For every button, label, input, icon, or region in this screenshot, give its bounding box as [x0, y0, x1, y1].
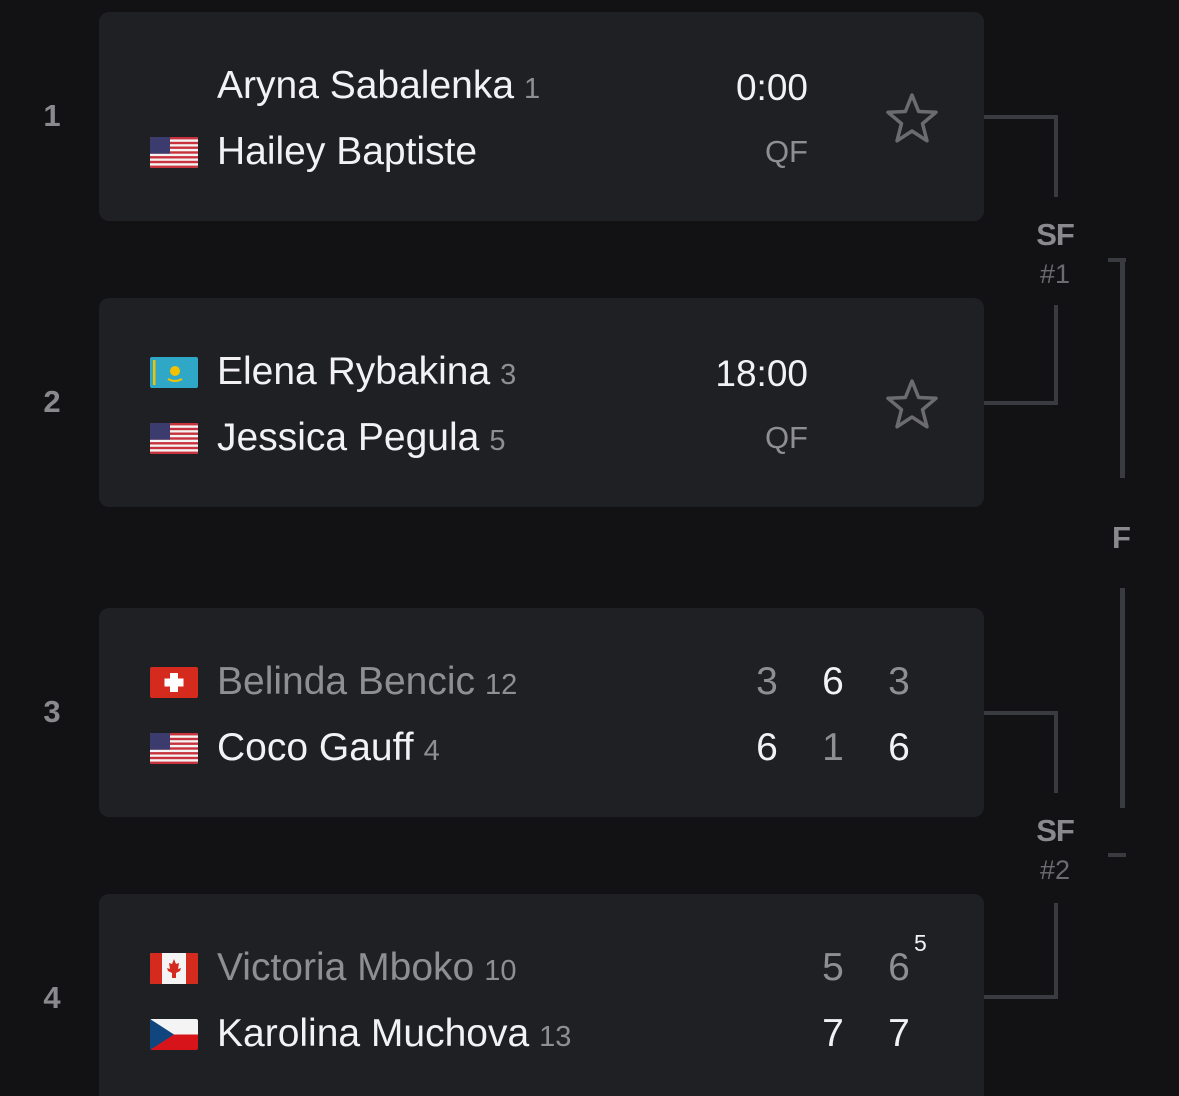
match-time: 18:00 [715, 353, 808, 394]
set-score: 6 [756, 726, 778, 769]
usa-flag-icon [150, 137, 198, 168]
player-name: Hailey Baptiste [217, 130, 478, 173]
player-seed: 12 [485, 669, 518, 701]
player-seed: 10 [484, 955, 517, 987]
star-outline-icon[interactable] [883, 376, 941, 434]
set-score: 7 [822, 1012, 844, 1055]
semifinal-label: SF [1036, 813, 1075, 848]
player-seed: 5 [489, 425, 506, 457]
semifinal-number: #2 [1039, 855, 1071, 885]
set-score: 3 [888, 660, 910, 703]
player-seed: 1 [524, 73, 541, 105]
round-label: QF [764, 420, 808, 455]
usa-flag-icon [150, 733, 198, 764]
set-score: 7 [888, 1012, 910, 1055]
row-number: 1 [43, 98, 61, 133]
switzerland-flag-icon [150, 667, 198, 698]
semifinal-number: #1 [1039, 259, 1071, 289]
row-number: 2 [43, 384, 61, 419]
player-seed: 3 [500, 359, 517, 391]
set-score: 1 [822, 726, 844, 769]
star-outline-icon[interactable] [883, 90, 941, 148]
semifinal-label: SF [1036, 217, 1075, 252]
match-time: 0:00 [735, 67, 808, 108]
set-score: 6 [888, 946, 910, 989]
set-score: 3 [756, 660, 778, 703]
player-row: Hailey Baptiste [99, 130, 799, 174]
player-seed: 4 [423, 735, 440, 767]
round-label: QF [764, 134, 808, 169]
usa-flag-icon [150, 423, 198, 454]
row-number: 4 [43, 980, 61, 1015]
final-label: F [1112, 520, 1131, 555]
player-seed: 13 [539, 1021, 572, 1053]
set-score: 6 [822, 660, 844, 703]
canada-flag-icon [150, 953, 198, 984]
kazakhstan-flag-icon [150, 357, 198, 388]
czechia-flag-icon [150, 1019, 198, 1050]
tiebreak-score: 5 [914, 930, 927, 956]
set-score: 6 [888, 726, 910, 769]
set-score: 5 [822, 946, 844, 989]
row-number: 3 [43, 694, 61, 729]
